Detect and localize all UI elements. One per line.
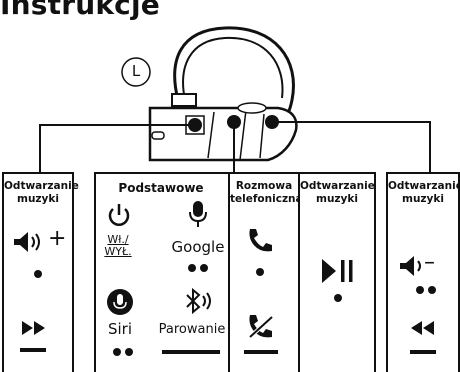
- bluetooth-pairing-icon: [186, 288, 211, 314]
- panel-heading: Odtwarzanie muzyki: [388, 180, 460, 205]
- speaker-volume-up-icon: [14, 232, 40, 252]
- microphone-icon: [189, 201, 207, 227]
- fast-forward-icon: [22, 321, 45, 335]
- power-label: Wł./ WYŁ.: [104, 233, 132, 258]
- google-label: Google: [171, 238, 225, 256]
- long-press-bar: [162, 350, 220, 354]
- panel-call: Rozmowa telefoniczna: [230, 172, 303, 372]
- power-icon: [108, 204, 130, 226]
- speaker-volume-down-icon: [400, 256, 421, 276]
- press-once-dot: [334, 294, 342, 302]
- press-once-dot: [34, 270, 42, 278]
- double-press-dot: [113, 348, 121, 356]
- panel-heading: Odtwarzanie muzyki: [300, 180, 375, 205]
- press-once-dot: [256, 268, 264, 276]
- volume-up-symbol: +: [48, 226, 67, 251]
- rewind-icon: [411, 321, 434, 335]
- earpiece-side-label: L: [131, 62, 141, 80]
- panel-heading: Podstawowe: [118, 181, 204, 195]
- volume-down-symbol: –: [424, 250, 435, 275]
- play-pause-icon: [322, 259, 353, 283]
- panel-music-right: Odtwarzanie muzyki –: [386, 172, 460, 372]
- double-press-dot: [200, 264, 208, 272]
- double-press-dot: [428, 286, 436, 294]
- long-press-bar: [20, 348, 46, 352]
- double-press-dot: [125, 348, 133, 356]
- phone-answer-icon: [249, 229, 272, 252]
- double-press-dot: [188, 264, 196, 272]
- long-press-bar: [410, 350, 436, 354]
- page-title: Instrukcje: [0, 0, 160, 21]
- double-press-dot: [416, 286, 424, 294]
- panel-heading: Rozmowa telefoniczna: [230, 180, 303, 205]
- phone-reject-icon: [248, 315, 274, 339]
- panel-music-center: Odtwarzanie muzyki: [300, 172, 376, 372]
- panel-basic: Podstawowe Wł./ WYŁ. Google Siri Parowan…: [94, 172, 230, 372]
- siri-label: Siri: [107, 320, 133, 338]
- pairing-label: Parowanie: [158, 322, 226, 337]
- panel-music-left: Odtwarzanie muzyki +: [2, 172, 79, 372]
- long-press-bar: [244, 350, 278, 354]
- panel-heading: Odtwarzanie muzyki: [4, 180, 79, 205]
- siri-microphone-icon: [107, 289, 133, 315]
